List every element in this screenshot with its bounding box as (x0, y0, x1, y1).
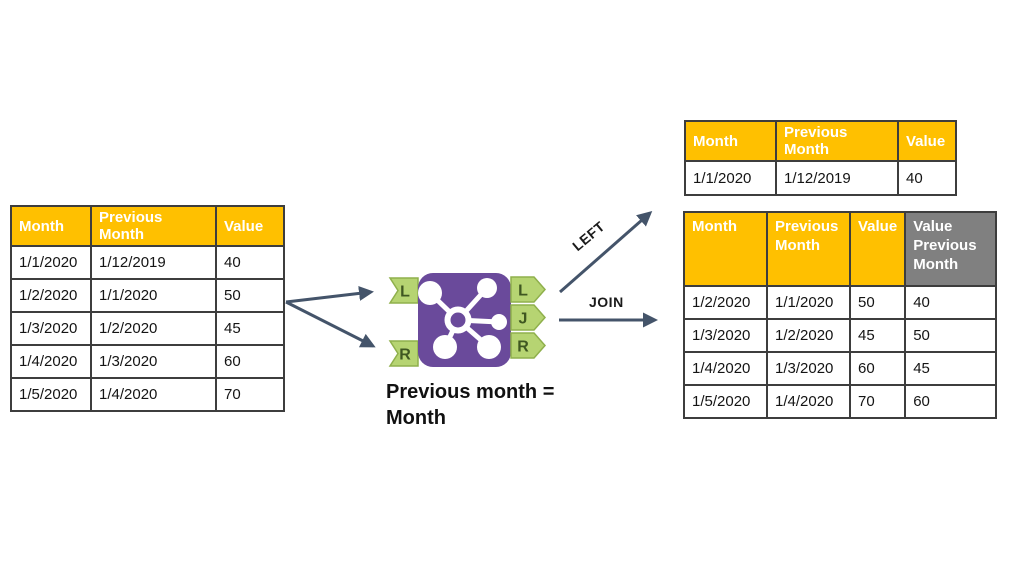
table-cell: 60 (904, 384, 998, 419)
output-anchor-join-label: J (519, 311, 528, 328)
table-header-row: Month Previous Month Value (684, 120, 957, 162)
table-row: 1/1/2020 1/12/2019 40 (684, 160, 957, 196)
input-anchor-right-label: R (399, 347, 411, 364)
table-row: 1/5/2020 1/4/2020 70 60 (683, 384, 998, 419)
input-to-right-anchor-arrow (285, 300, 376, 348)
table-cell: 40 (904, 285, 998, 320)
join-condition-caption: Previous month = Month (386, 379, 576, 431)
table-cell: 1/1/2020 (10, 245, 92, 280)
table-cell: 1/2/2020 (766, 318, 851, 353)
table-cell: 45 (904, 351, 998, 386)
table-cell: 1/2/2020 (10, 278, 92, 313)
table-header-row: Month Previous Month Value (10, 205, 285, 247)
table-cell: 1/12/2019 (90, 245, 217, 280)
join-arrow-label: JOIN (589, 294, 624, 310)
node-circle (433, 335, 457, 359)
table-cell: 1/3/2020 (683, 318, 768, 353)
table-row: 1/5/2020 1/4/2020 70 (10, 377, 285, 412)
join-tool-icon: L R L J R (388, 273, 546, 367)
table-cell: 70 (215, 377, 285, 412)
left-arrow-label: LEFT (569, 217, 608, 255)
table-cell: 1/3/2020 (90, 344, 217, 379)
table-cell: 1/2/2020 (683, 285, 768, 320)
input-anchor-right (388, 340, 419, 367)
table-cell: 1/4/2020 (90, 377, 217, 412)
table-cell: 1/4/2020 (10, 344, 92, 379)
table-cell: 1/4/2020 (766, 384, 851, 419)
header-cell: Previous Month (775, 120, 899, 162)
left-output-table: Month Previous Month Value 1/1/2020 1/12… (684, 120, 957, 196)
table-row: 1/3/2020 1/2/2020 45 50 (683, 318, 998, 353)
table-cell: 1/3/2020 (766, 351, 851, 386)
left-output-arrow (559, 211, 653, 294)
table-cell: 70 (848, 384, 907, 419)
table-cell: 50 (215, 278, 285, 313)
table-cell: 1/1/2020 (766, 285, 851, 320)
table-cell: 45 (848, 318, 907, 353)
table-cell: 1/3/2020 (10, 311, 92, 346)
table-cell: 1/1/2020 (90, 278, 217, 313)
output-anchor-right (510, 332, 546, 359)
header-cell: Previous Month (766, 211, 851, 287)
header-cell: Month (684, 120, 777, 162)
input-to-left-anchor-arrow (285, 285, 374, 304)
table-cell: 1/4/2020 (683, 351, 768, 386)
node-circle (477, 335, 501, 359)
header-cell-gray: Value Previous Month (904, 211, 998, 287)
header-cell: Value (897, 120, 957, 162)
header-cell: Month (10, 205, 92, 247)
table-row: 1/3/2020 1/2/2020 45 (10, 311, 285, 346)
join-output-table: Month Previous Month Value Value Previou… (683, 211, 998, 419)
input-anchor-left-label: L (400, 284, 410, 301)
table-row: 1/4/2020 1/3/2020 60 45 (683, 351, 998, 386)
header-cell: Value (848, 211, 907, 287)
output-anchor-join (510, 304, 546, 331)
table-cell: 1/5/2020 (683, 384, 768, 419)
input-table: Month Previous Month Value 1/1/2020 1/12… (10, 205, 285, 412)
header-cell: Previous Month (90, 205, 217, 247)
table-row: 1/2/2020 1/1/2020 50 40 (683, 285, 998, 320)
output-anchor-left (510, 276, 546, 303)
table-row: 1/2/2020 1/1/2020 50 (10, 278, 285, 313)
table-cell: 1/1/2020 (684, 160, 777, 196)
table-cell: 45 (215, 311, 285, 346)
table-cell: 50 (848, 285, 907, 320)
center-ring (444, 306, 472, 334)
header-cell: Month (683, 211, 768, 287)
table-cell: 60 (848, 351, 907, 386)
table-row: 1/4/2020 1/3/2020 60 (10, 344, 285, 379)
table-cell: 1/12/2019 (775, 160, 899, 196)
output-anchor-left-label: L (518, 283, 528, 300)
node-circle (418, 281, 442, 305)
header-cell: Value (215, 205, 285, 247)
table-cell: 1/5/2020 (10, 377, 92, 412)
output-anchor-right-label: R (517, 339, 529, 356)
caption-line-1: Previous month = (386, 381, 555, 403)
node-circle (491, 314, 507, 330)
input-anchor-left (388, 277, 419, 304)
table-row: 1/1/2020 1/12/2019 40 (10, 245, 285, 280)
caption-line-2: Month (386, 407, 446, 429)
table-cell: 1/2/2020 (90, 311, 217, 346)
table-header-row: Month Previous Month Value Value Previou… (683, 211, 998, 287)
table-cell: 40 (897, 160, 957, 196)
table-cell: 50 (904, 318, 998, 353)
node-circle (477, 278, 497, 298)
table-cell: 60 (215, 344, 285, 379)
table-cell: 40 (215, 245, 285, 280)
